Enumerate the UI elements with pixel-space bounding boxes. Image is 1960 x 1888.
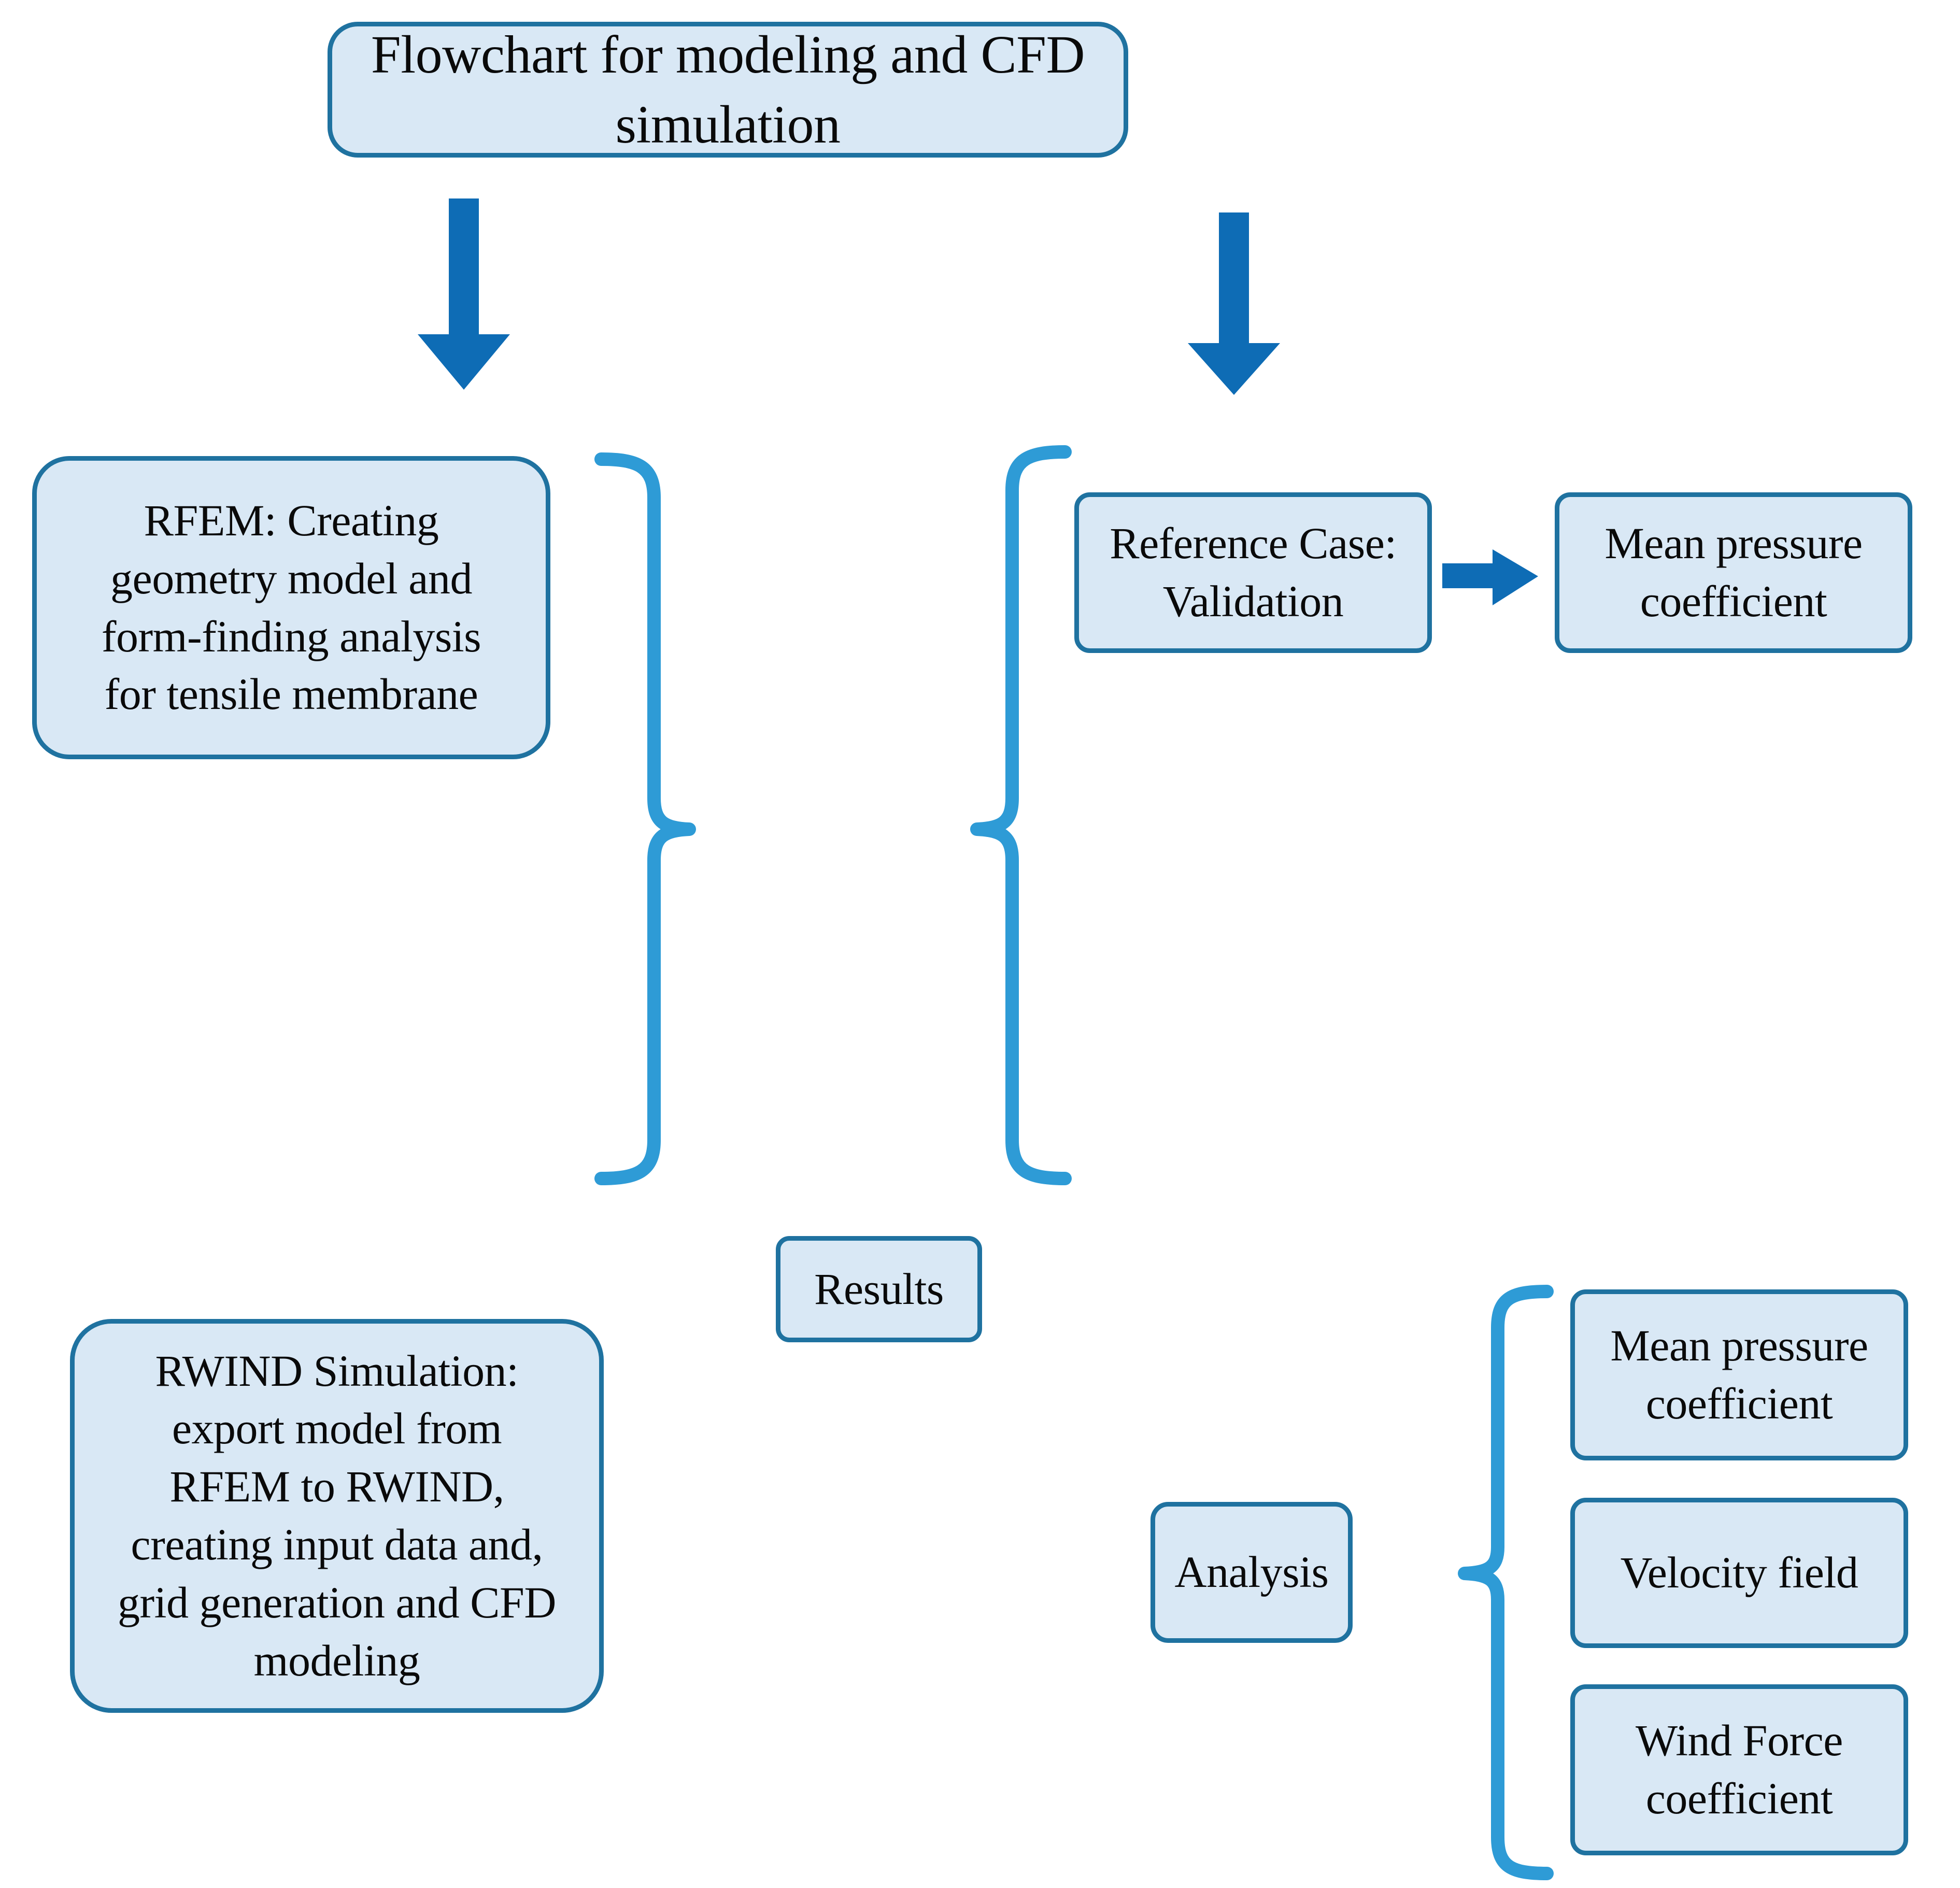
node-reference-case-label: Reference Case: Validation xyxy=(1110,518,1397,626)
node-velocity-field: Velocity field xyxy=(1570,1498,1908,1648)
node-mean-pressure-coefficient-validation-label: Mean pressure coefficient xyxy=(1604,518,1863,626)
brace-left-group xyxy=(594,452,696,1185)
node-mean-pressure-coefficient-analysis: Mean pressure coefficient xyxy=(1570,1289,1908,1460)
arrow-title-to-reference-icon xyxy=(1188,212,1280,395)
node-velocity-field-label: Velocity field xyxy=(1620,1548,1858,1598)
node-rwind-simulation: RWIND Simulation: export model from RFEM… xyxy=(70,1319,604,1713)
node-flowchart-title: Flowchart for modeling and CFD simulatio… xyxy=(328,22,1128,158)
node-reference-case: Reference Case: Validation xyxy=(1074,492,1432,653)
node-mean-pressure-coefficient-validation: Mean pressure coefficient xyxy=(1555,492,1912,653)
node-rwind-simulation-label: RWIND Simulation: export model from RFEM… xyxy=(118,1345,556,1685)
node-flowchart-title-label: Flowchart for modeling and CFD simulatio… xyxy=(371,24,1085,154)
arrow-reference-to-mean-pressure-icon xyxy=(1442,549,1538,605)
node-wind-force-coefficient-label: Wind Force coefficient xyxy=(1636,1715,1843,1823)
node-rfem: RFEM: Creating geometry model and form-f… xyxy=(32,456,550,759)
node-analysis: Analysis xyxy=(1151,1502,1353,1643)
arrow-title-to-rfem-icon xyxy=(418,198,510,390)
node-results: Results xyxy=(776,1236,982,1342)
node-analysis-label: Analysis xyxy=(1174,1547,1329,1597)
node-wind-force-coefficient: Wind Force coefficient xyxy=(1570,1684,1908,1855)
brace-right-group xyxy=(970,445,1072,1185)
node-mean-pressure-coefficient-analysis-label: Mean pressure coefficient xyxy=(1610,1321,1868,1428)
brace-analysis-outputs xyxy=(1458,1285,1554,1880)
node-results-label: Results xyxy=(814,1264,944,1314)
node-rfem-label: RFEM: Creating geometry model and form-f… xyxy=(101,495,481,719)
